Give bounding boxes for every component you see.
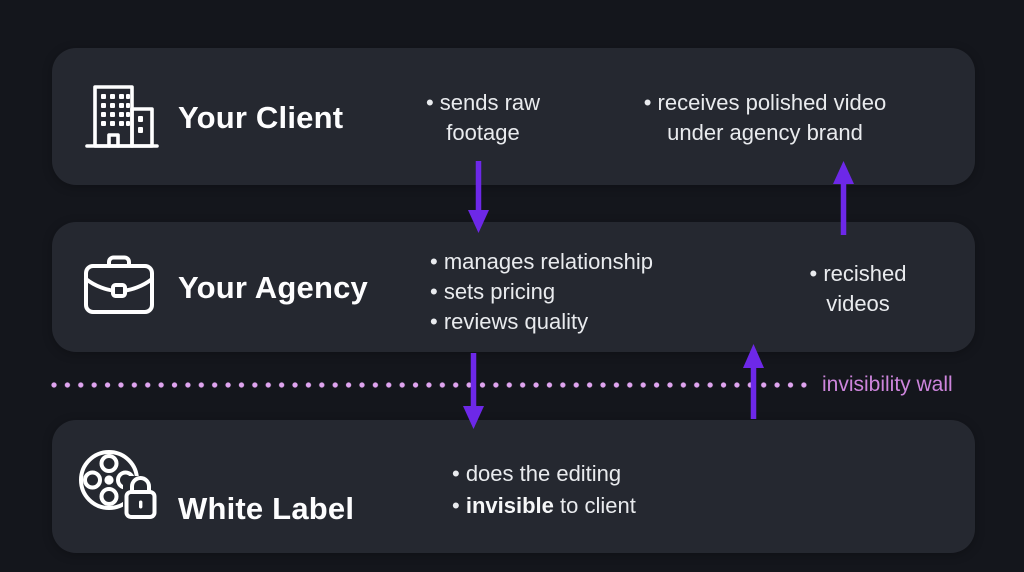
up-arrow-icon [741,342,766,427]
up-arrow-icon [831,160,856,243]
partner-card [52,420,975,553]
agency-bullet-pricing: • sets pricing [430,279,556,304]
agency-bullet-recished-videos: • recished videos [809,261,907,316]
agency-bullet-manages: • manages relationship [430,249,653,274]
agency-bullet-quality: • reviews quality [430,309,589,334]
partner-bullet-invisible: • invisible to client [452,493,636,518]
briefcase-icon [82,254,156,316]
partner-bullet-editing: • does the editing [452,461,622,486]
partner-title: White Label Partner [178,491,355,572]
client-bullet-sends-raw-footage: • sends raw footage [425,90,541,145]
down-arrow-icon [466,158,491,239]
down-arrow-icon [461,350,486,435]
agency-bullets: • manages relationship • sets pricing • … [430,247,653,337]
agency-title: Your Agency [178,270,368,305]
client-bullet-receives-video: • receives polished video under agency b… [643,90,887,145]
invisibility-wall-label: invisibility wall [822,373,953,396]
client-card [52,48,975,185]
partner-bullets: • does the editing • invisible to client [452,458,636,522]
client-title: Your Client [178,100,344,135]
agency-card [52,222,975,352]
building-icon [84,82,160,150]
film-reel-lock-icon [78,447,160,523]
invisibility-wall-dotted-line [50,381,808,389]
